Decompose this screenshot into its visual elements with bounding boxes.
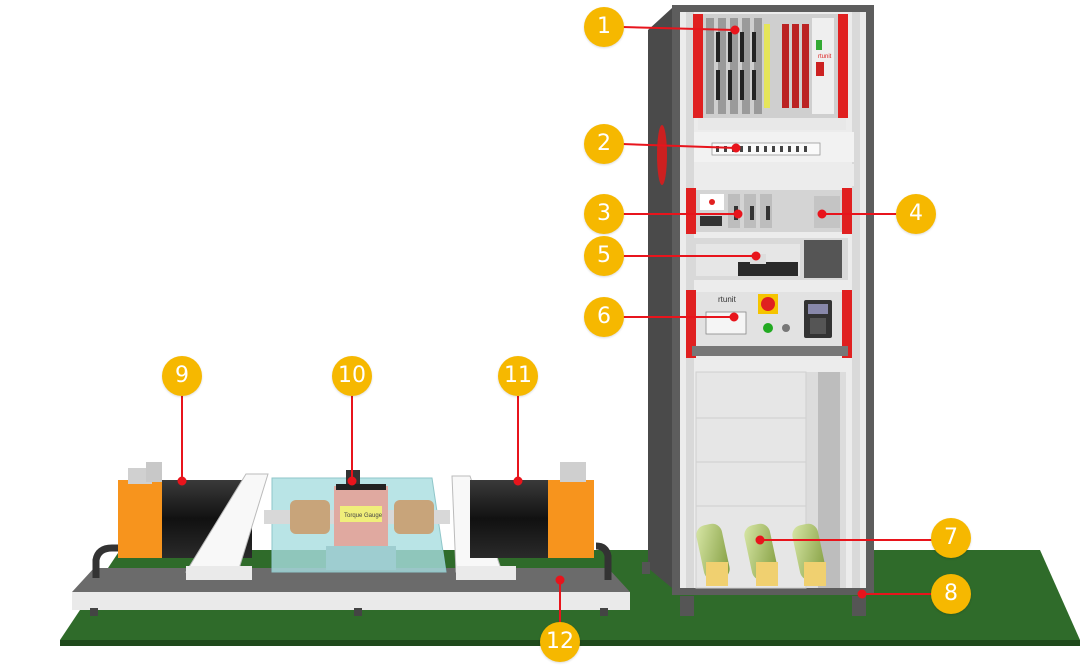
- callout-1: 1: [584, 7, 624, 47]
- emergency-stop-icon: [758, 294, 778, 314]
- hmi-keypad-icon: [804, 300, 832, 338]
- callout-9: 9: [162, 356, 202, 396]
- callout-2: 2: [584, 124, 624, 164]
- leader-lines: [177, 25, 934, 624]
- callout-10: 10: [332, 356, 372, 396]
- callout-12: 12: [540, 622, 580, 662]
- callout-11: 11: [498, 356, 538, 396]
- gearbox-plate-label: Torque Gauge: [344, 513, 383, 519]
- callout-7: 7: [931, 518, 971, 558]
- callout-4: 4: [896, 194, 936, 234]
- brand-label-chassis: rtunit: [818, 54, 832, 60]
- callout-5: 5: [584, 236, 624, 276]
- callout-6: 6: [584, 297, 624, 337]
- callout-8: 8: [931, 574, 971, 614]
- braking-resistors: [696, 523, 826, 586]
- motor-test-bench: Torque Gauge: [72, 462, 630, 616]
- callout-3: 3: [584, 194, 624, 234]
- control-cabinet: rtunit rt: [642, 5, 874, 616]
- brand-label-panel: rtunit: [718, 295, 737, 304]
- start-button-icon: [763, 323, 773, 333]
